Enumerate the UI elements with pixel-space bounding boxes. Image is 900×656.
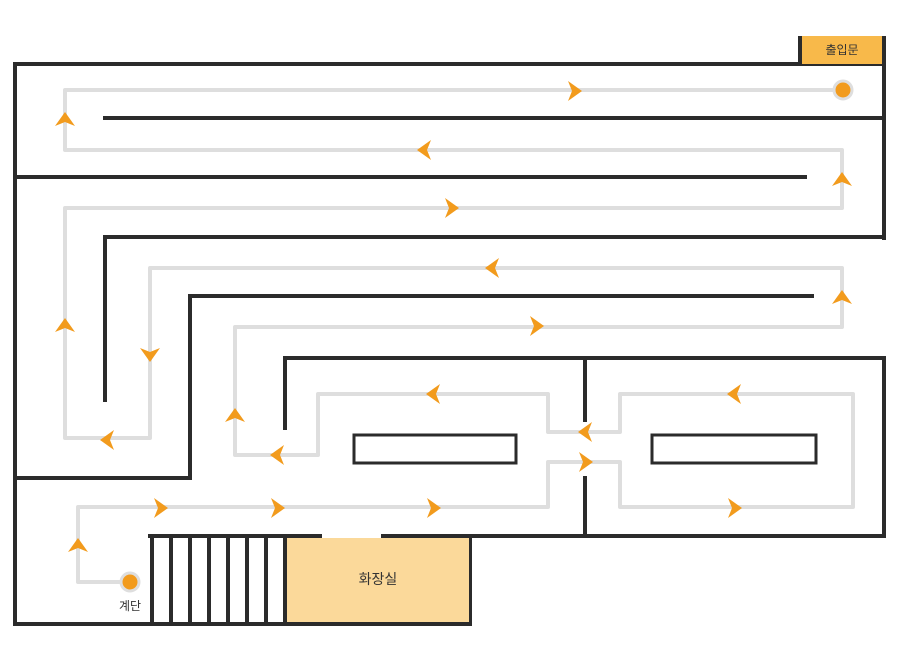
display-case-left [352, 433, 518, 465]
arrow-up-icon [68, 538, 88, 552]
route-markers [119, 79, 854, 593]
arrow-down-icon [140, 348, 160, 362]
restroom: 화장실 [287, 538, 469, 622]
arrow-left-icon [485, 258, 499, 278]
arrow-left-icon [426, 384, 440, 404]
arrow-up-icon [832, 172, 852, 186]
arrow-left-icon [270, 445, 284, 465]
partition-3 [103, 235, 886, 402]
restroom-label: 화장실 [359, 572, 398, 588]
arrow-right-icon [427, 498, 441, 518]
partition-5 [283, 356, 886, 430]
display-case-right [650, 433, 818, 465]
end-marker-icon [119, 571, 141, 593]
arrow-right-icon [568, 81, 582, 101]
arrow-left-icon [417, 140, 431, 160]
restroom-area [287, 538, 469, 622]
entrance: 출입문 [798, 36, 886, 64]
arrow-up-icon [832, 290, 852, 304]
arrow-left-icon [578, 422, 592, 442]
arrow-up-icon [55, 318, 75, 332]
partition-4 [13, 294, 814, 480]
entrance-label: 출입문 [825, 43, 858, 57]
outer-wall [13, 62, 886, 626]
arrow-right-icon [271, 498, 285, 518]
arrow-right-icon [728, 498, 742, 518]
arrow-left-icon [100, 430, 114, 450]
arrow-up-icon [225, 408, 245, 422]
arrow-left-icon [727, 384, 741, 404]
arrow-right-icon [530, 316, 544, 336]
walls [13, 62, 886, 626]
direction-arrows [55, 81, 852, 552]
arrow-up-icon [55, 112, 75, 126]
stairs [150, 534, 287, 626]
start-marker-icon [832, 79, 854, 101]
stairs-label: 계단 [119, 599, 141, 613]
arrow-right-icon [154, 498, 168, 518]
arrow-right-icon [579, 452, 593, 472]
arrow-right-icon [445, 198, 459, 218]
entrance-box [800, 36, 884, 64]
